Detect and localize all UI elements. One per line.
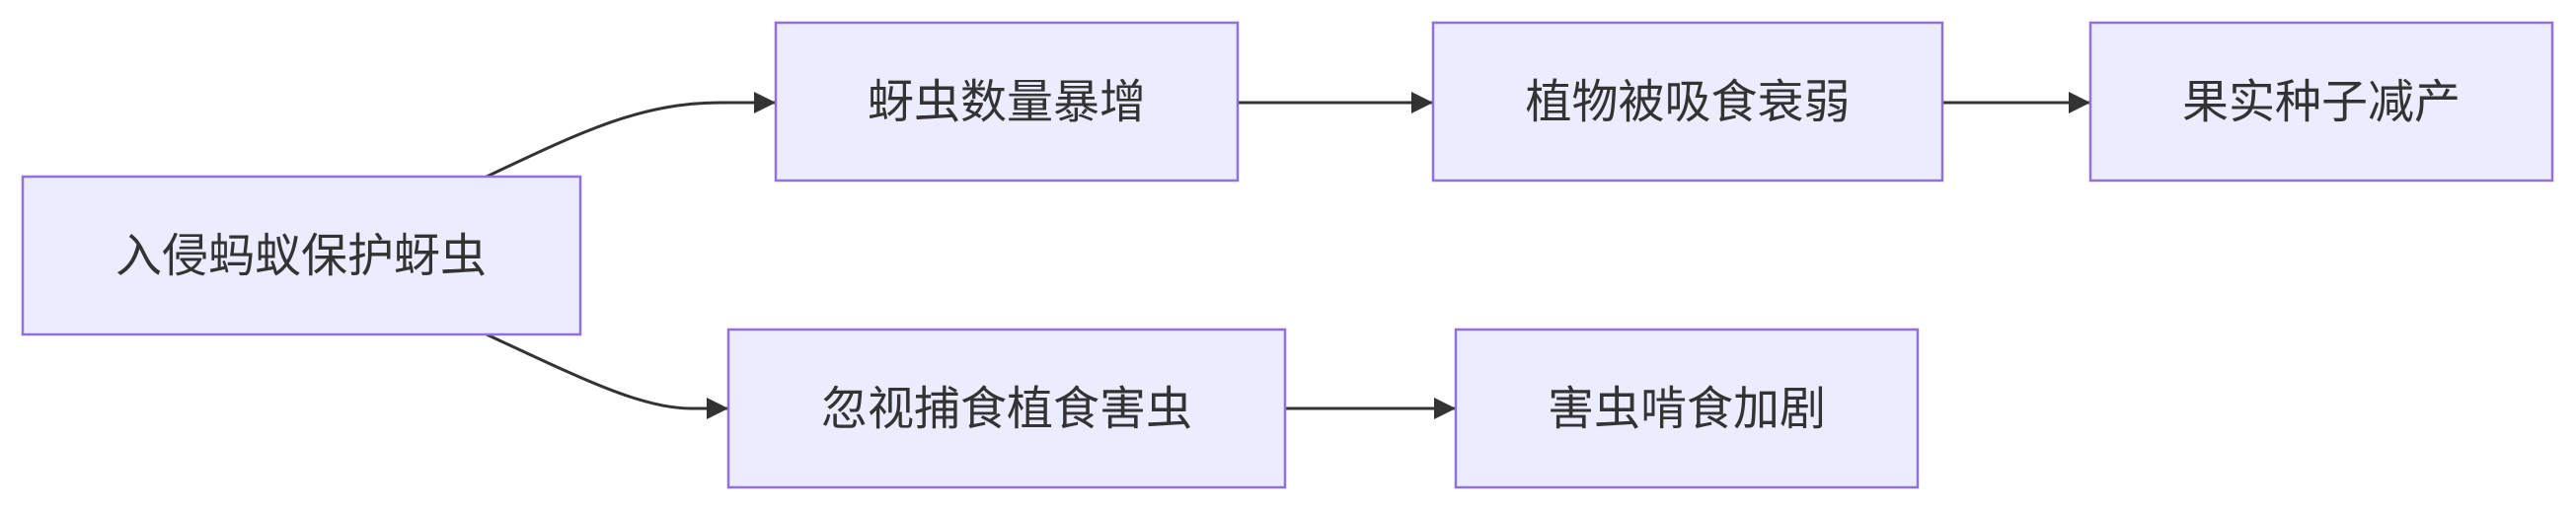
node-box	[21, 175, 582, 336]
node-box	[726, 328, 1287, 489]
node-box	[1454, 328, 1920, 489]
node-yield-drop: 果实种子减产	[2088, 21, 2554, 183]
node-label: 忽视捕食植食害虫	[821, 383, 1192, 435]
node-plants-weakened: 植物被吸食衰弱	[1431, 21, 1944, 183]
node-label: 植物被吸食衰弱	[1526, 76, 1851, 128]
node-box	[774, 21, 1240, 183]
node-label: 害虫啃食加剧	[1548, 383, 1826, 435]
edge-ants-to-ignore-herbivores	[486, 332, 728, 419]
node-label: 入侵蚂蚁保护蚜虫	[115, 230, 487, 282]
node-box	[2088, 21, 2554, 183]
node-pest-feeding-worse: 害虫啃食加剧	[1454, 328, 1920, 489]
node-box	[1431, 21, 1944, 183]
node-label: 蚜虫数量暴增	[868, 76, 1146, 128]
node-aphid-surge: 蚜虫数量暴增	[774, 21, 1240, 183]
node-ants-protect-aphids: 入侵蚂蚁保护蚜虫	[21, 175, 582, 336]
edge-ants-to-aphid-surge	[486, 92, 776, 179]
node-label: 果实种子减产	[2182, 76, 2461, 128]
node-ignore-herbivores: 忽视捕食植食害虫	[726, 328, 1287, 489]
